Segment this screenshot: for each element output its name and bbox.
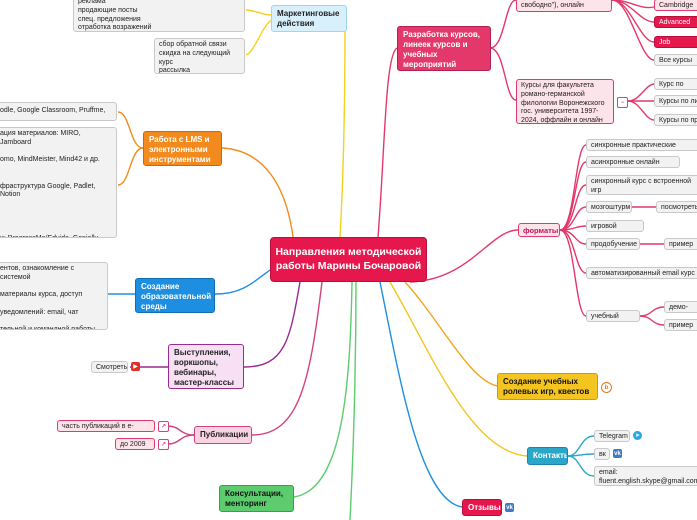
reviews-topic[interactable]: Отзывы: [462, 499, 502, 516]
contacts-topic[interactable]: Контакты: [527, 447, 568, 465]
marketing-leaf-ads[interactable]: реклама продающие посты спец. предложени…: [73, 0, 245, 32]
vk-icon[interactable]: vk: [613, 449, 622, 458]
format-item-4[interactable]: мозгоштурм: [586, 201, 632, 213]
performances-topic[interactable]: Выступления, воркшопы, вебинары, мастер-…: [168, 344, 244, 389]
format-demo-leaf[interactable]: демо-вер: [664, 301, 697, 313]
external-link-icon[interactable]: ↗: [158, 421, 169, 432]
publications-topic[interactable]: Публикации: [194, 426, 252, 444]
wiki-icon[interactable]: b: [601, 382, 612, 393]
central-topic-label: Направления методической работы Марины Б…: [275, 246, 422, 272]
format-item-8[interactable]: учебный квест: [586, 310, 640, 322]
format-example2-leaf[interactable]: пример Т: [664, 319, 697, 331]
vk-icon[interactable]: vk: [505, 503, 514, 512]
telegram-icon[interactable]: ➤: [633, 431, 642, 440]
course-advanced-leaf[interactable]: Advanced Sp: [654, 16, 697, 28]
format-item-6[interactable]: продобучение: [586, 238, 640, 250]
lms-leaf-platforms[interactable]: odle, Google Classroom, Pruffme,: [0, 102, 117, 121]
course-interview-leaf[interactable]: Job Interview: [654, 36, 697, 48]
edu-env-topic[interactable]: Создание образовательной среды: [135, 278, 215, 313]
contact-email-leaf[interactable]: email: fluent.english.skype@gmail.com: [594, 466, 697, 486]
lms-leaf-tools[interactable]: ация материалов: MIRO, Jamboard omo, Min…: [0, 127, 117, 238]
watch-performances-leaf[interactable]: Смотреть: [91, 361, 128, 373]
format-item-5[interactable]: игровой тренинг: [586, 220, 644, 232]
central-topic[interactable]: Направления методической работы Марины Б…: [270, 237, 427, 282]
publications-2009-leaf[interactable]: до 2009 г.: [115, 438, 155, 450]
consulting-topic[interactable]: Консультации, менторинг: [219, 485, 294, 512]
collapse-icon[interactable]: −: [617, 97, 628, 108]
marketing-topic[interactable]: Маркетинговые действия: [271, 5, 347, 32]
format-item-3[interactable]: синхронный курс с встроенной игр несколь…: [586, 175, 697, 195]
format-item-1[interactable]: синхронные практические онлайн: [586, 139, 697, 151]
format-watch-leaf[interactable]: посмотреть: [656, 201, 697, 213]
contact-vk-leaf[interactable]: вк: [594, 448, 610, 460]
course-c2-leaf[interactable]: Курсы по ли: [654, 95, 697, 107]
marketing-leaf-feedback[interactable]: сбор обратной связи скидка на следующий …: [154, 38, 245, 74]
external-link-icon[interactable]: ↗: [158, 439, 169, 450]
courses-topic[interactable]: Разработка курсов, линеек курсов и учебн…: [397, 26, 491, 71]
course-cambridge-leaf[interactable]: Cambridge E: [654, 0, 697, 11]
course-project-leaf[interactable]: проект "Английский свободно"), онлайн: [516, 0, 612, 12]
course-faculty-leaf[interactable]: Курсы для факультета романо-германской ф…: [516, 79, 614, 124]
course-all-leaf[interactable]: Все курсы пр: [654, 54, 697, 66]
contact-telegram-leaf[interactable]: Telegram: [594, 430, 630, 442]
course-c3-leaf[interactable]: Курсы по пр: [654, 114, 697, 126]
publications-elibrary-leaf[interactable]: часть публикаций в e-library: [57, 420, 155, 432]
edu-env-leaf[interactable]: ентов, ознакомление с системой материалы…: [0, 262, 108, 330]
format-item-7[interactable]: автоматизированный email курс (: [586, 267, 697, 279]
format-example1-leaf[interactable]: пример -: [664, 238, 697, 250]
lms-topic[interactable]: Работа с LMS и электронными инструментам…: [143, 131, 222, 166]
games-topic[interactable]: Создание учебных ролевых игр, квестов: [497, 373, 598, 400]
youtube-icon[interactable]: ▶: [131, 362, 140, 371]
course-c1-leaf[interactable]: Курс по комг: [654, 78, 697, 90]
formats-topic[interactable]: форматы: [518, 223, 560, 237]
format-item-2[interactable]: асинхронные онлайн курсы: [586, 156, 680, 168]
